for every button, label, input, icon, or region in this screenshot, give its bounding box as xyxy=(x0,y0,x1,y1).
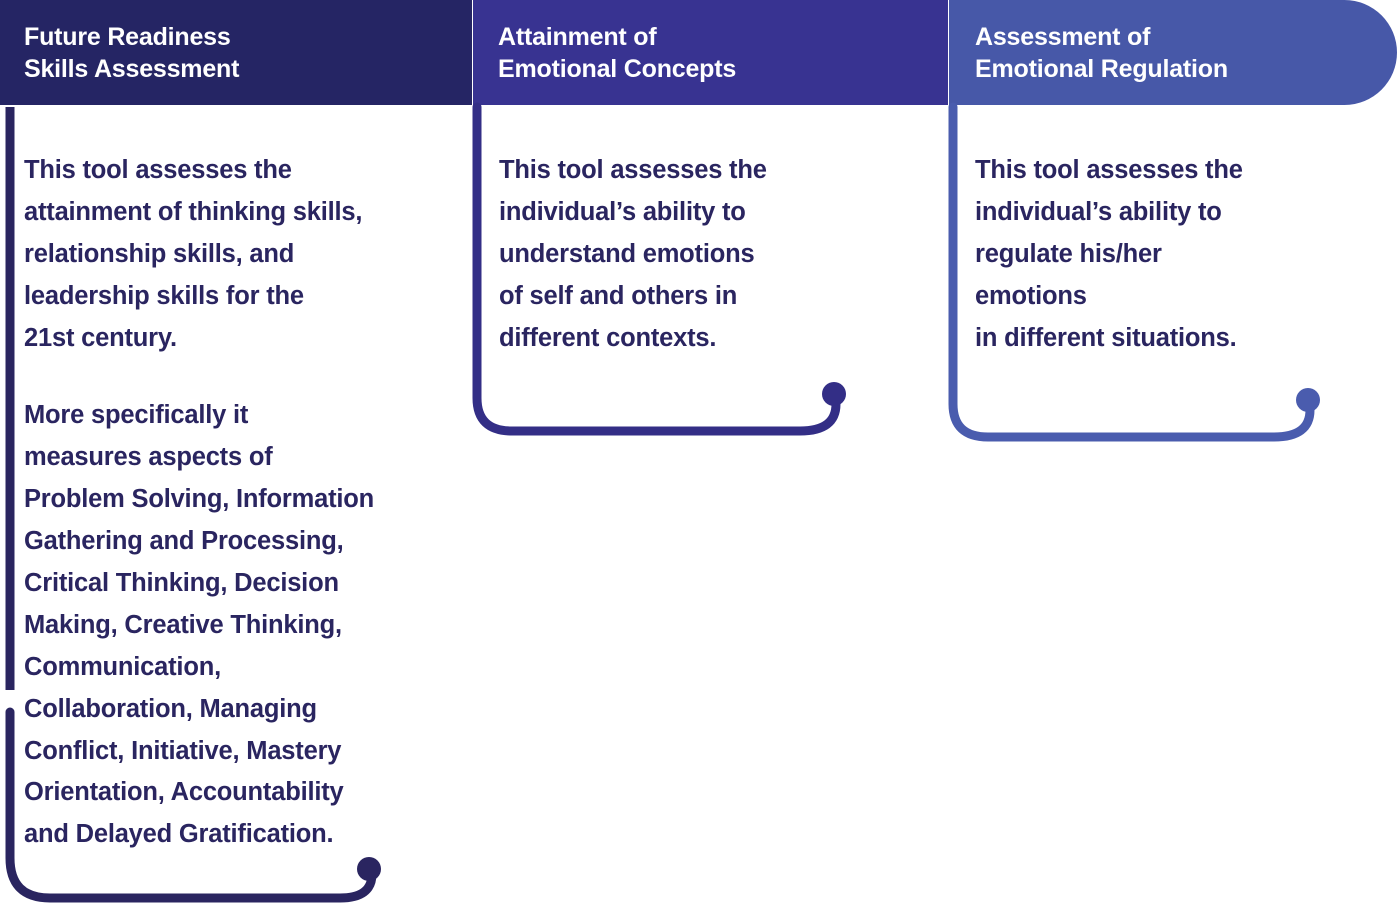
column-body-future-readiness: This tool assesses the attainment of thi… xyxy=(0,105,472,912)
paragraph: More specifically it measures aspects of… xyxy=(24,401,375,849)
column-header-emotional-concepts: Attainment of Emotional Concepts xyxy=(473,0,948,105)
column-header-emotional-regulation: Assessment of Emotional Regulation xyxy=(949,0,1397,105)
column-header-title: Assessment of Emotional Regulation xyxy=(975,22,1228,83)
column-header-title: Future Readiness Skills Assessment xyxy=(24,22,240,83)
column-body-emotional-concepts: This tool assesses the individual’s abil… xyxy=(473,105,948,912)
column-header-title: Attainment of Emotional Concepts xyxy=(498,22,737,83)
paragraph: This tool assesses the individual’s abil… xyxy=(975,156,1243,352)
column-header-future-readiness: Future Readiness Skills Assessment xyxy=(0,0,472,105)
column-body-emotional-regulation: This tool assesses the individual’s abil… xyxy=(949,105,1397,912)
paragraph: This tool assesses the individual’s abil… xyxy=(499,156,767,352)
paragraph: This tool assesses the attainment of thi… xyxy=(24,156,363,352)
